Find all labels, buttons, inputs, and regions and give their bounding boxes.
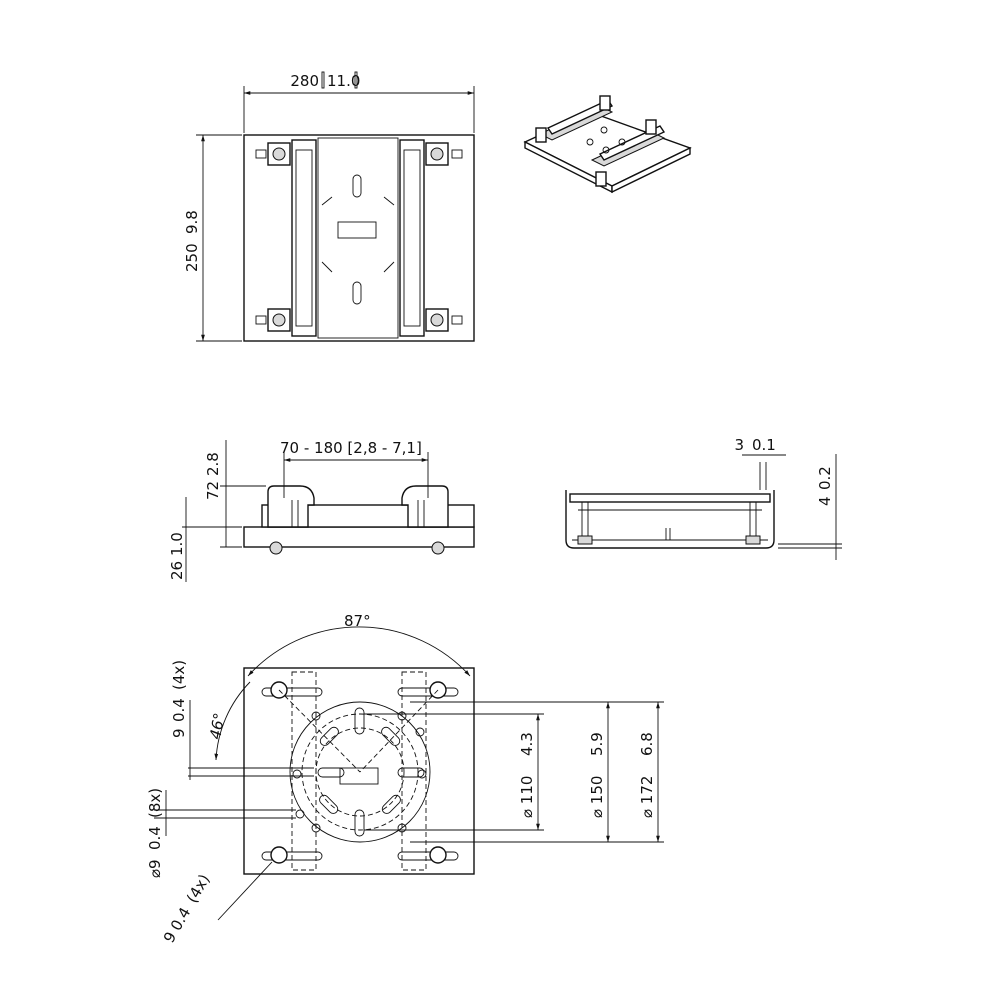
side-view: 70 - 180 [2,8 - 7,1] 72 2.8 26 1.0	[168, 439, 475, 582]
corner-dim-count: (4x)	[183, 871, 214, 906]
hole-dim-count: (8x)	[146, 788, 164, 818]
top-width-dim-in: 11.0	[327, 72, 360, 90]
side-base-dim-in: 1.0	[168, 532, 186, 556]
circle-110-dim: ⌀ 110	[518, 776, 536, 818]
corner-dim-in: 0.4	[167, 904, 195, 934]
circle-172-dim: ⌀ 172	[638, 776, 656, 818]
circle-172-dim-in: 6.8	[638, 732, 656, 756]
angle-87: 87°	[344, 612, 371, 630]
slot-dim-in: 0.4	[170, 698, 188, 722]
side-height-dim-in: 2.8	[204, 452, 222, 476]
circle-150-dim: ⌀ 150	[588, 776, 606, 818]
side-height-dim: 72	[204, 481, 222, 500]
slot-dim: 9	[170, 728, 188, 738]
top-height-dim-in: 9.8	[183, 210, 201, 234]
top-width-dim: 280	[290, 72, 319, 90]
bottom-view: 87° 46° 9 0.4 (4x) ⌀9 0.4 (8x) 9 0.4 (4x…	[146, 612, 664, 946]
front-thickness-dim-in: 0.2	[816, 466, 834, 490]
angle-46: 46°	[206, 711, 228, 740]
mounting-hole-icon	[292, 711, 427, 833]
circle-110-dim-in: 4.3	[518, 732, 536, 756]
front-view: 3 0.1 4 0.2	[565, 436, 842, 560]
front-gap-dim: 3	[734, 436, 744, 454]
hole-dim-in: 0.4	[146, 826, 164, 850]
isometric-view	[523, 95, 692, 194]
side-range-dim: 70 - 180 [2,8 - 7,1]	[280, 439, 422, 457]
front-gap-dim-in: 0.1	[752, 436, 776, 454]
circle-150-dim-in: 5.9	[588, 732, 606, 756]
side-base-dim: 26	[168, 561, 186, 580]
bolt-icon	[255, 142, 463, 332]
hole-dim: ⌀9	[146, 859, 164, 878]
top-height-dim: 250	[183, 243, 201, 272]
top-view: 280 11.0 250 9.8	[183, 71, 475, 342]
slot-dim-count: (4x)	[170, 660, 188, 690]
front-thickness-dim: 4	[816, 496, 834, 506]
